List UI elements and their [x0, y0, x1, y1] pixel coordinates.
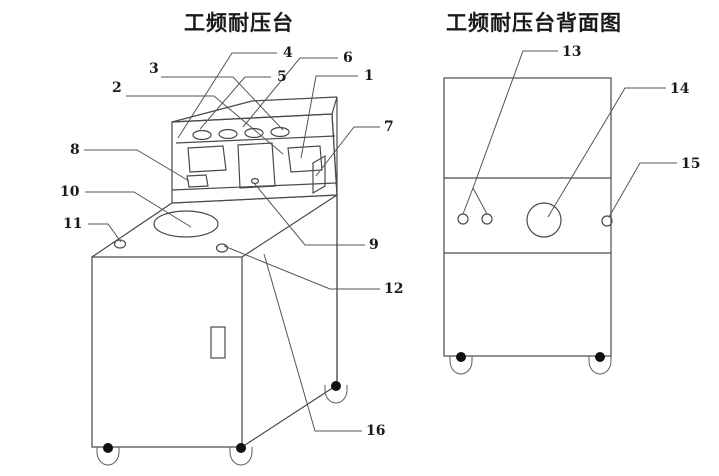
leader-line-14	[547, 87, 666, 218]
callout-number-15: 15	[681, 156, 700, 172]
front-view-title: 工频耐压台	[184, 11, 294, 35]
small-button-lower-left[interactable]	[186, 174, 209, 188]
callout-number-10: 10	[60, 184, 80, 200]
back-port-small-3-icon[interactable]	[601, 215, 613, 227]
cabinet-rear-top-edge	[251, 96, 338, 102]
cabinet-top-right-bevel	[331, 96, 338, 115]
leader-line-9	[253, 182, 365, 246]
knob-1-icon[interactable]	[192, 129, 212, 141]
cabinet-top-deck-edge	[91, 194, 338, 258]
top-deck-oval-recess	[153, 210, 219, 238]
leader-line-12	[223, 245, 380, 290]
cabinet-front-face	[91, 256, 243, 448]
back-port-large-icon[interactable]	[526, 202, 562, 238]
callout-number-8: 8	[70, 142, 80, 158]
cabinet-rear-vertical-edge	[331, 113, 338, 196]
console-top-lip	[171, 113, 333, 123]
callout-number-5: 5	[277, 69, 287, 85]
terminal-post-right-icon[interactable]	[215, 243, 229, 253]
back-port-small-2-icon[interactable]	[481, 213, 493, 225]
cabinet-right-face	[241, 193, 338, 448]
side-panel-connector	[312, 154, 326, 195]
console-knob-row-line	[175, 135, 336, 144]
callout-number-4: 4	[283, 45, 293, 61]
cabinet-rear-left-top-edge	[171, 100, 253, 123]
leader-line-16	[263, 253, 362, 432]
callout-number-14: 14	[670, 81, 690, 97]
leader-line-5	[199, 76, 271, 130]
back-view-title: 工频耐压台背面图	[446, 11, 622, 35]
leader-line-13-branch-b	[472, 187, 488, 215]
back-port-small-1-icon[interactable]	[457, 213, 469, 225]
callout-number-3: 3	[149, 61, 159, 77]
callout-number-6: 6	[343, 50, 353, 66]
knob-2-icon[interactable]	[218, 128, 238, 140]
callout-number-2: 2	[112, 80, 122, 96]
console-lower-divider	[171, 182, 337, 191]
leader-line-13-branch-a	[462, 50, 558, 215]
callout-number-11: 11	[63, 216, 82, 232]
leader-line-10	[85, 191, 192, 228]
leader-line-15	[608, 162, 677, 218]
leader-line-2	[126, 95, 284, 155]
callout-number-16: 16	[366, 423, 385, 439]
leader-line-4	[177, 52, 277, 139]
caster-rear-right	[324, 381, 348, 404]
back-caster-left	[449, 352, 473, 375]
callout-number-13: 13	[562, 44, 581, 60]
leader-line-6	[242, 57, 338, 128]
leader-line-11	[88, 223, 122, 243]
leader-line-3	[161, 76, 284, 131]
leader-line-1	[300, 75, 358, 159]
callout-number-9: 9	[369, 237, 379, 253]
control-panel-face	[171, 113, 338, 204]
callout-number-12: 12	[384, 281, 403, 297]
meter-display-right	[287, 145, 323, 173]
knob-3-icon[interactable]	[244, 127, 264, 139]
caster-front-right	[229, 443, 253, 466]
back-caster-right	[588, 352, 612, 375]
front-view-figure: 2 3 4 5 6 1 7 8 9 10 11 12 16	[60, 45, 403, 466]
callout-number-7: 7	[384, 119, 394, 135]
back-view-figure: 13 14 15	[443, 44, 700, 375]
back-cabinet-body	[443, 77, 612, 357]
leader-line-8	[84, 149, 190, 182]
callout-number-1: 1	[364, 68, 374, 84]
leader-line-7	[315, 126, 380, 177]
cabinet-door-handle[interactable]	[210, 326, 226, 359]
center-control-panel[interactable]	[237, 142, 276, 189]
meter-display-left	[187, 145, 227, 173]
caster-front-left	[96, 443, 120, 466]
